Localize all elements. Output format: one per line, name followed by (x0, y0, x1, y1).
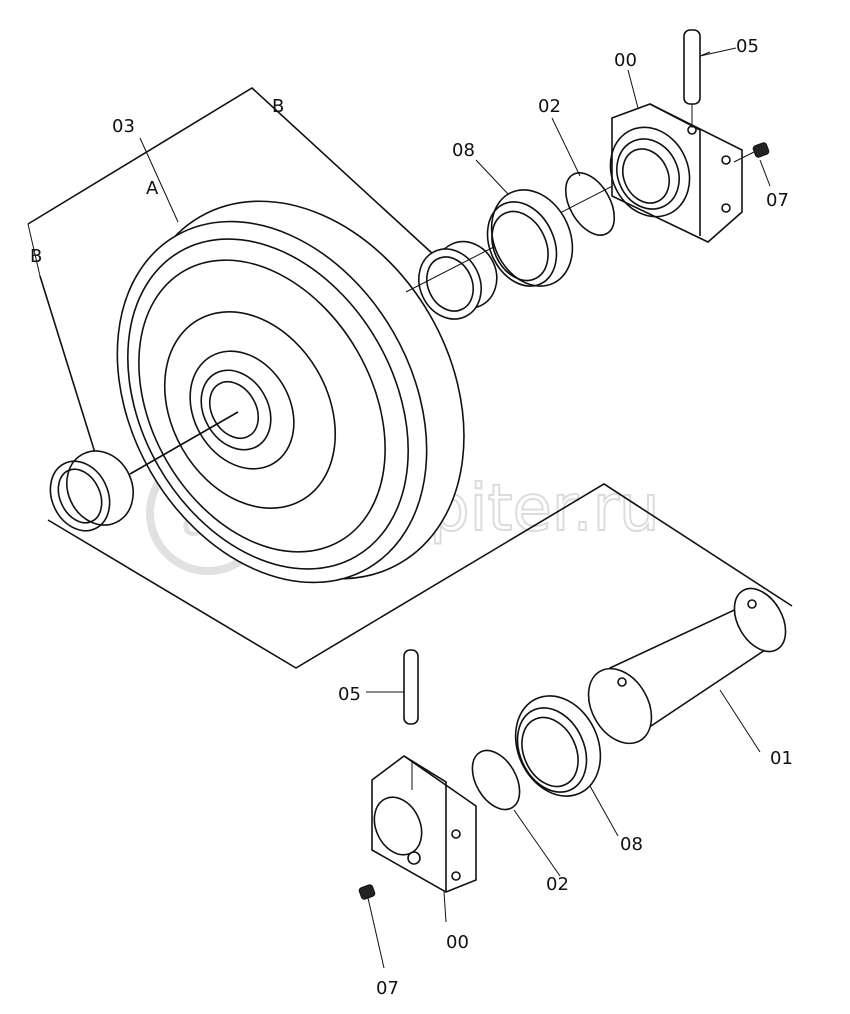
o-ring-top (564, 172, 616, 236)
label-support-bottom: 00 (446, 932, 469, 953)
leader-lines (139, 47, 771, 923)
bracket-b-group (27, 87, 435, 457)
label-wheel: 03 (112, 116, 135, 137)
idler-wheel (116, 200, 465, 584)
label-screw-bottom: 07 (376, 978, 399, 999)
label-shaft: 01 (770, 748, 793, 769)
floating-seal-top (486, 189, 574, 287)
shaft (587, 587, 787, 745)
label-support-top: 00 (614, 50, 637, 71)
bushing-left (49, 450, 134, 532)
set-screw-top (733, 142, 770, 163)
floating-seal-bottom (514, 695, 602, 797)
label-pin-bottom: 05 (338, 684, 361, 705)
label-group-b-left: B (30, 246, 42, 267)
label-pin-top: 05 (736, 36, 759, 57)
support-block-top (609, 103, 743, 243)
bracket-shaft-group (47, 483, 793, 669)
label-seal-bottom: 08 (620, 834, 643, 855)
pin-bottom (403, 649, 419, 725)
label-wheel-sub: A (146, 178, 159, 199)
support-block-bottom (371, 755, 477, 893)
label-seal-top: 08 (452, 140, 475, 161)
label-oring-bottom: 02 (546, 874, 569, 895)
bushing-right (405, 173, 637, 320)
o-ring-bottom (471, 749, 521, 811)
set-screw-bottom (358, 884, 385, 969)
label-screw-top: 07 (766, 190, 789, 211)
label-oring-top: 02 (538, 96, 561, 117)
pin-top (683, 29, 701, 128)
label-group-b-top: B (272, 96, 284, 117)
